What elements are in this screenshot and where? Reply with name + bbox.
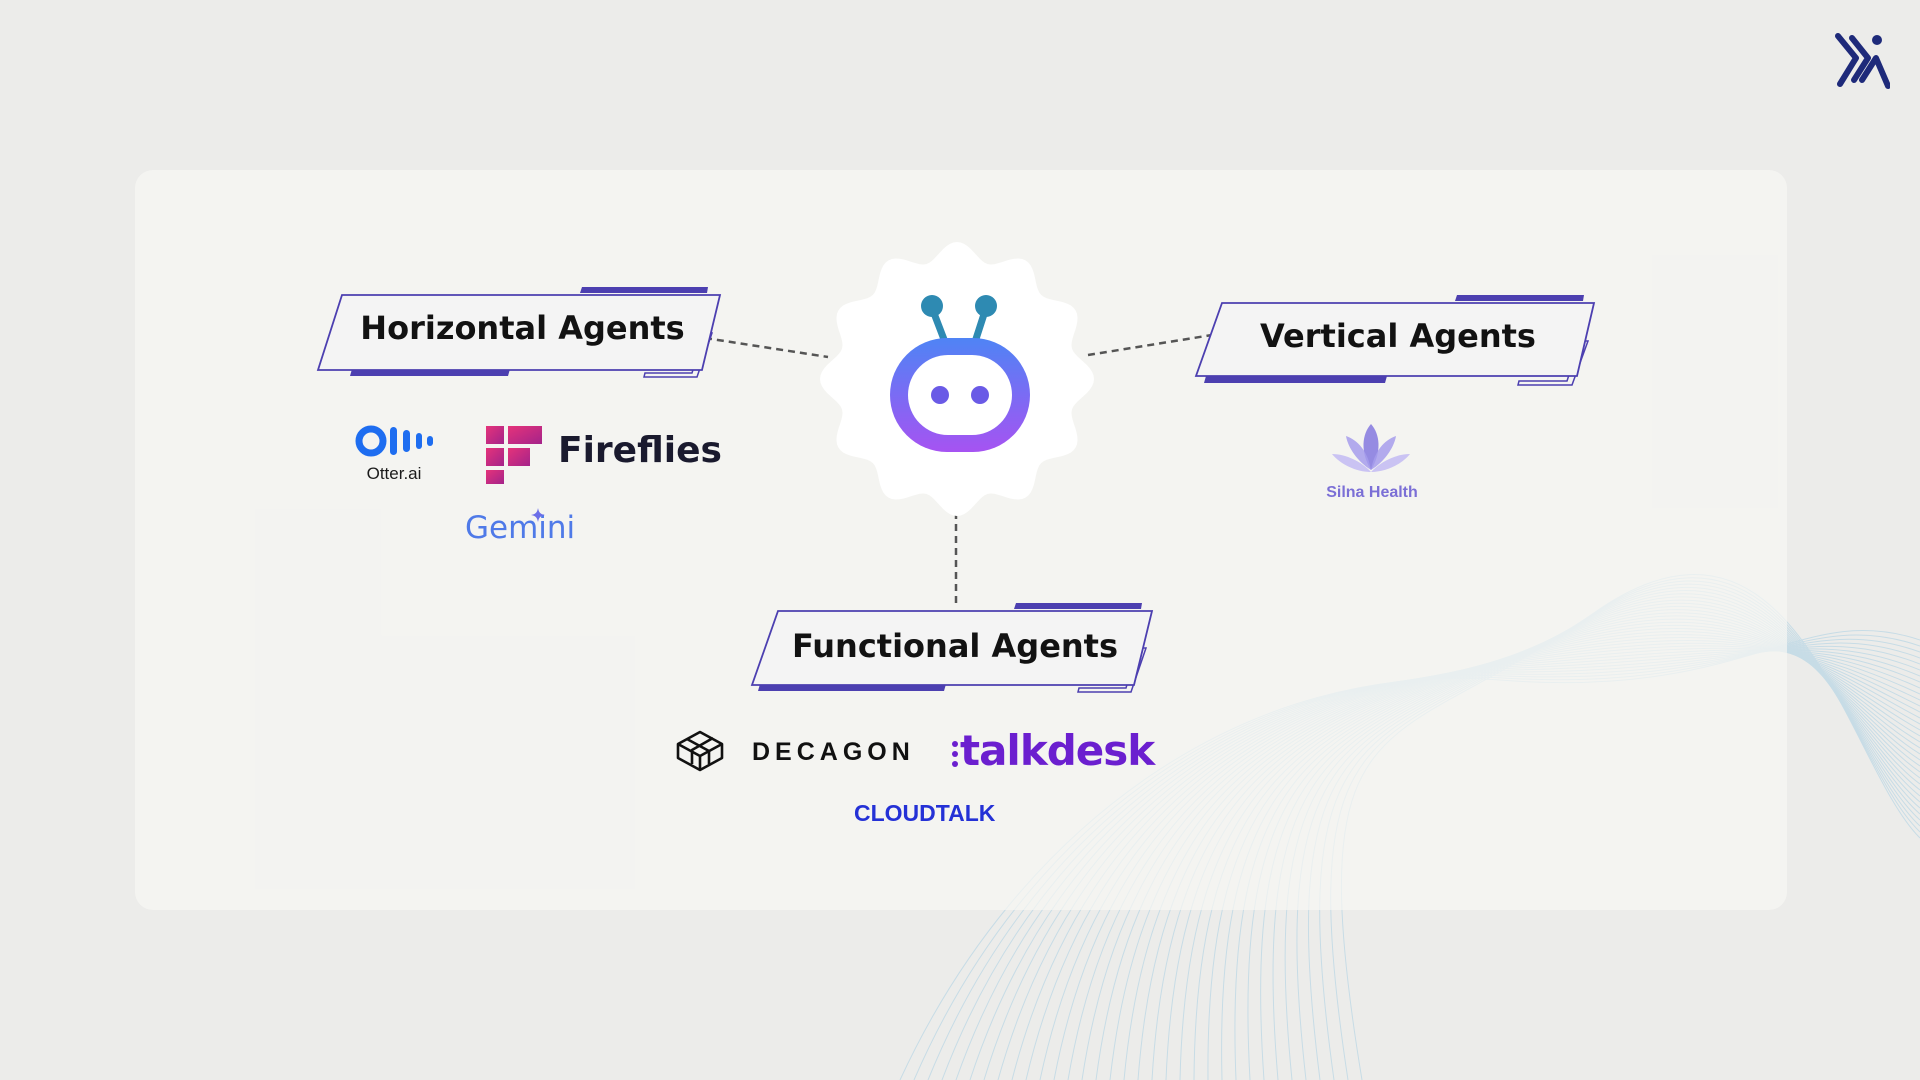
- functional-agents-tag-frame: [750, 603, 1154, 693]
- vertical-agents-tag-frame: [1194, 295, 1596, 386]
- talkdesk-logo-text: talkdesk: [960, 726, 1155, 775]
- robot-head-icon: [890, 295, 1030, 452]
- gemini-logo-text: Gemini: [465, 510, 576, 546]
- vertical-agents-label: Vertical Agents: [1260, 317, 1536, 355]
- horizontal-agents-label: Horizontal Agents: [360, 309, 685, 347]
- otter-logo-text: Otter.ai: [366, 464, 422, 483]
- decagon-logo-icon: [676, 730, 724, 772]
- functional-agents-label: Functional Agents: [791, 627, 1119, 665]
- otter-logo-icon: [355, 425, 433, 457]
- brand-logo-icon: [1835, 33, 1890, 89]
- gemini-sparkle-icon: [531, 508, 545, 522]
- lotus-logo-icon: [1332, 424, 1410, 472]
- fireflies-logo-text: Fireflies: [558, 430, 722, 471]
- cloudtalk-logo-text: CLOUDTALK: [854, 800, 996, 826]
- silna-logo-text: Silna Health: [1326, 484, 1418, 501]
- fireflies-logo-icon: [486, 426, 542, 484]
- horizontal-agents-tag-frame: [316, 287, 722, 378]
- decagon-logo-text: DECAGON: [752, 738, 915, 766]
- talkdesk-dots-icon: [952, 741, 958, 767]
